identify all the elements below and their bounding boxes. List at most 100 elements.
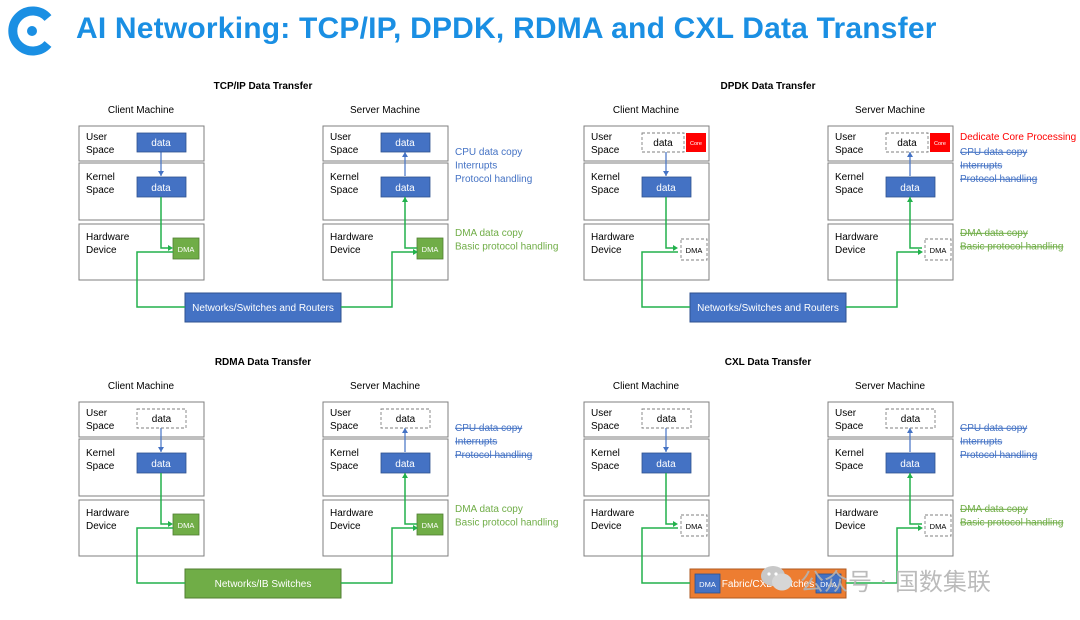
data-path: [136, 197, 418, 308]
arrow-head: [402, 152, 408, 157]
arrow-head: [402, 428, 408, 433]
network-dma-box: [815, 573, 842, 594]
kernel-space-label: Space: [591, 185, 620, 196]
user-data-label: data: [901, 414, 921, 425]
kernel-space-label: Kernel: [86, 172, 115, 183]
arrow-head: [663, 171, 669, 176]
user-data-box: [641, 132, 685, 153]
kernel-data-label: data: [900, 459, 920, 470]
hardware-device-label: Hardware: [86, 508, 130, 519]
server-machine: Server MachineUserSpaceKernelSpaceHardwa…: [322, 105, 449, 281]
machine-label: Client Machine: [613, 105, 680, 116]
kernel-space-label: Kernel: [330, 172, 359, 183]
hardware-device-label: Device: [86, 521, 117, 532]
arrow-head: [158, 171, 164, 176]
kernel-space-label: Space: [86, 461, 115, 472]
header: AI Networking: TCP/IP, DPDK, RDMA and CX…: [0, 0, 1080, 64]
annotation-dma-line: DMA data copy: [455, 228, 523, 239]
hardware-device-label: Device: [86, 245, 117, 256]
panel-title: CXL Data Transfer: [725, 357, 812, 368]
network-dma-box: [694, 573, 721, 594]
kernel-space-label: Space: [330, 185, 359, 196]
server-network-path: [846, 251, 920, 308]
page-title: AI Networking: TCP/IP, DPDK, RDMA and CX…: [76, 12, 937, 45]
arrow-head: [663, 447, 669, 452]
machine-label: Server Machine: [855, 381, 925, 392]
kernel-space-label: Kernel: [835, 448, 864, 459]
server-network-path: [846, 527, 920, 584]
user-space-label: Space: [835, 421, 864, 432]
kernel-space-label: Space: [86, 185, 115, 196]
kernel-space-label: Space: [835, 461, 864, 472]
arrow-head: [918, 525, 923, 531]
annotation-dma-line: Basic protocol handling: [960, 242, 1063, 253]
user-space-label: User: [330, 132, 352, 143]
dma-label: DMA: [686, 522, 703, 531]
user-space-label: User: [835, 408, 857, 419]
user-data-box: [380, 132, 431, 153]
user-space-label: Space: [330, 421, 359, 432]
network-dma-label: DMA: [820, 580, 837, 589]
annotation-dma-line: Basic protocol handling: [455, 518, 558, 529]
machine-label: Server Machine: [350, 105, 420, 116]
arrow-head: [168, 245, 173, 251]
dma-label: DMA: [930, 246, 947, 255]
user-data-box: [136, 408, 187, 429]
annotation-cpu-line: CPU data copy: [960, 423, 1027, 434]
machine-label: Client Machine: [108, 105, 175, 116]
watermark: 公众号 · 国数集联: [760, 560, 1060, 596]
wechat-icon: [761, 566, 792, 591]
network-rect: [184, 292, 342, 323]
annotation-cpu-line: CPU data copy: [960, 147, 1027, 158]
kernel-data-label: data: [151, 459, 171, 470]
kernel-space-label: Kernel: [86, 448, 115, 459]
data-path: [136, 473, 418, 584]
client-machine: Client MachineUserSpaceKernelSpaceHardwa…: [78, 105, 205, 281]
annotation-dma-line: Basic protocol handling: [455, 242, 558, 253]
kernel-data-label: data: [395, 459, 415, 470]
client-data-path: [160, 197, 171, 249]
user-data-label: data: [897, 138, 917, 149]
dma-label: DMA: [930, 522, 947, 531]
network-dma-label: DMA: [699, 580, 716, 589]
annotation-cpu-line: Interrupts: [960, 437, 1002, 448]
user-data-box: [641, 408, 692, 429]
user-data-label: data: [657, 414, 677, 425]
arrow-head: [907, 428, 913, 433]
core-box: [930, 133, 950, 152]
arrow-head: [907, 197, 913, 202]
user-data-box: [380, 408, 431, 429]
user-space-label: Space: [330, 145, 359, 156]
client-data-path: [665, 473, 676, 525]
data-path: [641, 473, 923, 584]
dma-box: [680, 514, 708, 537]
annotation-cpu-line: Protocol handling: [455, 174, 532, 185]
user-data-label: data: [653, 138, 673, 149]
kernel-space-label: Space: [591, 461, 620, 472]
kernel-data-label: data: [656, 459, 676, 470]
hardware-device-label: Hardware: [330, 232, 374, 243]
dma-box: [924, 514, 952, 537]
hardware-device-label: Hardware: [591, 508, 635, 519]
machine-label: Server Machine: [350, 381, 420, 392]
arrow-head: [402, 197, 408, 202]
kernel-space-label: Kernel: [591, 172, 620, 183]
user-space-label: User: [86, 408, 108, 419]
machine-label: Client Machine: [108, 381, 175, 392]
kernel-space-label: Kernel: [591, 448, 620, 459]
dma-label: DMA: [422, 245, 439, 254]
network-label: Networks/IB Switches: [215, 579, 312, 590]
hardware-device-label: Hardware: [835, 508, 879, 519]
annotation-dma-line: DMA data copy: [960, 228, 1028, 239]
hardware-device-label: Hardware: [835, 232, 879, 243]
client-machine: Client MachineUserSpaceKernelSpaceHardwa…: [78, 381, 205, 557]
hardware-device-label: Device: [330, 521, 361, 532]
kernel-data-label: data: [151, 183, 171, 194]
user-space-label: Space: [835, 145, 864, 156]
panel-title: TCP/IP Data Transfer: [214, 81, 313, 92]
arrow-head: [918, 249, 923, 255]
